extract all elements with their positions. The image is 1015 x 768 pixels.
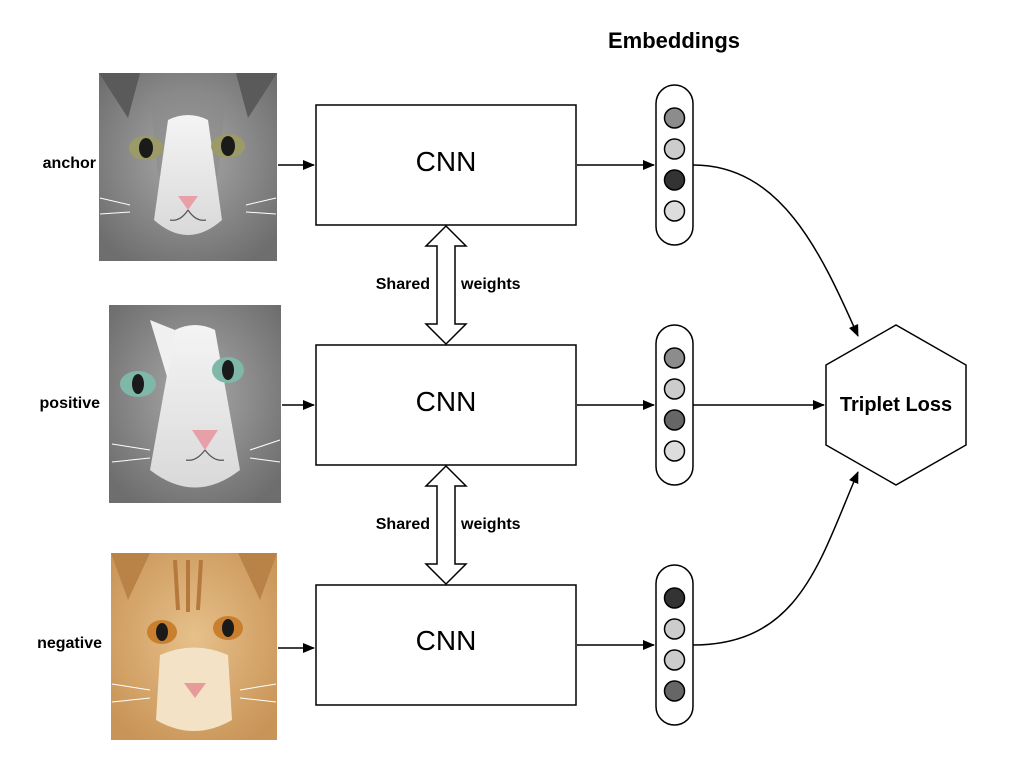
embedding-node [663, 107, 686, 129]
embedding-node [663, 347, 686, 369]
anchor-image [99, 73, 277, 261]
anchor-label: anchor [43, 155, 96, 172]
embedding-node [663, 649, 686, 671]
cnn-label: CNN [416, 146, 477, 177]
embedding-anchor [655, 84, 694, 246]
negative-loss-arrow [692, 471, 859, 646]
cnn-label: CNN [416, 386, 477, 417]
cnn-block-negative: CNN [315, 584, 577, 706]
embedding-node [663, 409, 686, 431]
embedding-node [663, 169, 686, 191]
cnn-label: CNN [416, 625, 477, 656]
embeddings-title: Embeddings [608, 28, 740, 53]
weights-label: weights [460, 276, 521, 293]
embedding-node [663, 200, 686, 222]
positive-label: positive [40, 395, 101, 412]
embedding-negative [655, 564, 694, 726]
positive-image [109, 305, 281, 503]
embedding-node [663, 440, 686, 462]
negative-label: negative [37, 635, 102, 652]
shared-weights-arrow-2 [424, 464, 468, 586]
shared-label: Shared [376, 276, 430, 293]
negative-image [111, 553, 277, 740]
embedding-node [663, 378, 686, 400]
cnn-block-anchor: CNN [315, 104, 577, 226]
shared-weights-arrow-1 [424, 224, 468, 346]
shared-label: Shared [376, 516, 430, 533]
embedding-node [663, 618, 686, 640]
anchor-loss-arrow [692, 164, 859, 337]
triplet-loss-node: Triplet Loss [825, 324, 967, 486]
embedding-node [663, 680, 686, 702]
embedding-positive [655, 324, 694, 486]
embedding-node [663, 138, 686, 160]
triplet-loss-label: Triplet Loss [840, 394, 952, 416]
cnn-block-positive: CNN [315, 344, 577, 466]
embedding-node [663, 587, 686, 609]
weights-label: weights [460, 516, 521, 533]
